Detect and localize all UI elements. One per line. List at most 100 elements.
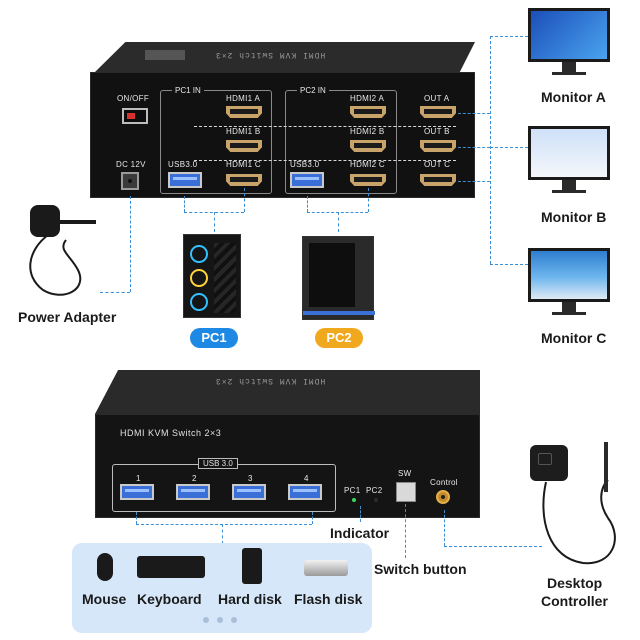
power-switch[interactable] bbox=[122, 108, 148, 124]
monitor-c-base bbox=[552, 312, 586, 315]
keyboard-icon bbox=[137, 556, 205, 578]
power-adapter-icon bbox=[30, 205, 60, 237]
monitor-c bbox=[528, 248, 610, 315]
controller-button bbox=[538, 453, 552, 465]
flash-disk-icon bbox=[304, 560, 348, 576]
bottom-device-top-surface: HDMI KVM Switch 2×3 bbox=[95, 370, 480, 414]
brand-logo bbox=[145, 50, 185, 60]
monitor-c-screen bbox=[528, 248, 610, 302]
link-monitor-a bbox=[490, 36, 528, 37]
link-power-v bbox=[130, 196, 131, 292]
out-a-port[interactable] bbox=[420, 106, 456, 118]
pc2-usb-label: USB3.0 bbox=[290, 160, 320, 169]
pc2-group-tab: PC2 IN bbox=[297, 86, 329, 95]
desktop-controller-callout-2: Controller bbox=[541, 593, 608, 609]
pc2-tower-icon bbox=[302, 236, 375, 320]
hdmi2-c-label: HDMI2 C bbox=[350, 160, 385, 169]
pc2-link-h bbox=[307, 212, 368, 213]
control-link-h bbox=[444, 546, 542, 547]
top-device-rear-panel bbox=[90, 72, 475, 198]
monitor-a bbox=[528, 8, 610, 75]
hdmi2-c-port[interactable] bbox=[350, 174, 386, 186]
link-power bbox=[100, 292, 130, 293]
carousel-dot[interactable] bbox=[203, 617, 209, 623]
out-b-label: OUT B bbox=[424, 127, 450, 136]
out-b-port[interactable] bbox=[420, 140, 456, 152]
monitor-b-stand bbox=[562, 180, 576, 190]
pc1-usb-label: USB3.0 bbox=[168, 160, 198, 169]
pc2-led bbox=[374, 498, 378, 502]
route-line-b bbox=[194, 126, 456, 127]
pc2-input-group bbox=[285, 90, 397, 194]
desktop-controller-callout-1: Desktop bbox=[547, 575, 603, 591]
power-plug bbox=[60, 220, 96, 224]
controller-cable bbox=[542, 479, 616, 565]
hdmi1-b-label: HDMI1 B bbox=[226, 127, 261, 136]
pc2-link-down bbox=[338, 212, 339, 232]
controller-plug bbox=[604, 442, 608, 492]
pc2-light-strip bbox=[303, 311, 375, 315]
pc1-led bbox=[352, 498, 356, 502]
monitor-b-label: Monitor B bbox=[541, 209, 607, 225]
control-port[interactable] bbox=[436, 490, 450, 504]
power-cable bbox=[29, 234, 82, 296]
pc1-tower-icon bbox=[183, 234, 241, 318]
monitor-c-label: Monitor C bbox=[541, 330, 607, 346]
pc1-pill: PC1 bbox=[190, 328, 238, 348]
pc1-usb-port[interactable] bbox=[168, 172, 202, 188]
out-c-label: OUT C bbox=[424, 160, 451, 169]
switch-button-callout: Switch button bbox=[374, 561, 467, 577]
pc1-link-usb bbox=[184, 196, 185, 212]
monitor-a-label: Monitor A bbox=[541, 89, 606, 105]
pc2-window bbox=[309, 243, 355, 307]
link-monitor-b bbox=[490, 147, 528, 148]
usb-port-3[interactable] bbox=[232, 484, 266, 500]
hdmi1-c-label: HDMI1 C bbox=[226, 160, 261, 169]
pc1-vent bbox=[214, 243, 236, 313]
power-switch-label: ON/OFF bbox=[117, 94, 150, 103]
indicator-link bbox=[360, 506, 361, 522]
hdmi2-b-label: HDMI2 B bbox=[350, 127, 385, 136]
switch-button[interactable] bbox=[396, 482, 416, 502]
desktop-controller-icon bbox=[530, 445, 568, 481]
pc1-link-down bbox=[214, 212, 215, 232]
link-out-a bbox=[458, 113, 490, 114]
dc-input-label: DC 12V bbox=[116, 160, 146, 169]
usb-port-2-label: 2 bbox=[192, 474, 197, 483]
link-out-c bbox=[458, 181, 490, 182]
route-line-c bbox=[194, 160, 456, 161]
usb-port-4[interactable] bbox=[288, 484, 322, 500]
usb-port-2[interactable] bbox=[176, 484, 210, 500]
indicator-callout: Indicator bbox=[330, 525, 390, 541]
hdmi1-a-label: HDMI1 A bbox=[226, 94, 261, 103]
out-c-port[interactable] bbox=[420, 174, 456, 186]
out-a-label: OUT A bbox=[424, 94, 450, 103]
usb-port-4-label: 4 bbox=[304, 474, 309, 483]
power-adapter-label: Power Adapter bbox=[18, 309, 117, 325]
mouse-icon bbox=[97, 553, 113, 581]
hdmi1-b-port[interactable] bbox=[226, 140, 262, 152]
bottom-device-top-label: HDMI KVM Switch 2×3 bbox=[215, 376, 326, 385]
usb-link-right bbox=[312, 512, 313, 524]
usb-port-1[interactable] bbox=[120, 484, 154, 500]
pc2-usb-port[interactable] bbox=[290, 172, 324, 188]
fan-icon bbox=[190, 245, 208, 263]
top-device-label: HDMI KVM Switch 2×3 bbox=[215, 50, 326, 59]
usb-link-left bbox=[136, 512, 137, 524]
carousel-dot[interactable] bbox=[231, 617, 237, 623]
sw-label: SW bbox=[398, 469, 412, 478]
link-out-b bbox=[458, 147, 490, 148]
hdmi2-b-port[interactable] bbox=[350, 140, 386, 152]
fan-icon bbox=[190, 269, 208, 287]
hdmi1-a-port[interactable] bbox=[226, 106, 262, 118]
usb-hub-label: USB 3.0 bbox=[198, 458, 238, 469]
fan-icon bbox=[190, 293, 208, 311]
control-label: Control bbox=[430, 478, 458, 487]
hdmi1-c-port[interactable] bbox=[226, 174, 262, 186]
hdmi2-a-port[interactable] bbox=[350, 106, 386, 118]
dc-input-port[interactable] bbox=[121, 172, 139, 190]
control-link-v bbox=[444, 510, 445, 546]
link-monitor-c bbox=[490, 264, 528, 265]
switch-button-link bbox=[405, 504, 406, 558]
carousel-dot[interactable] bbox=[217, 617, 223, 623]
